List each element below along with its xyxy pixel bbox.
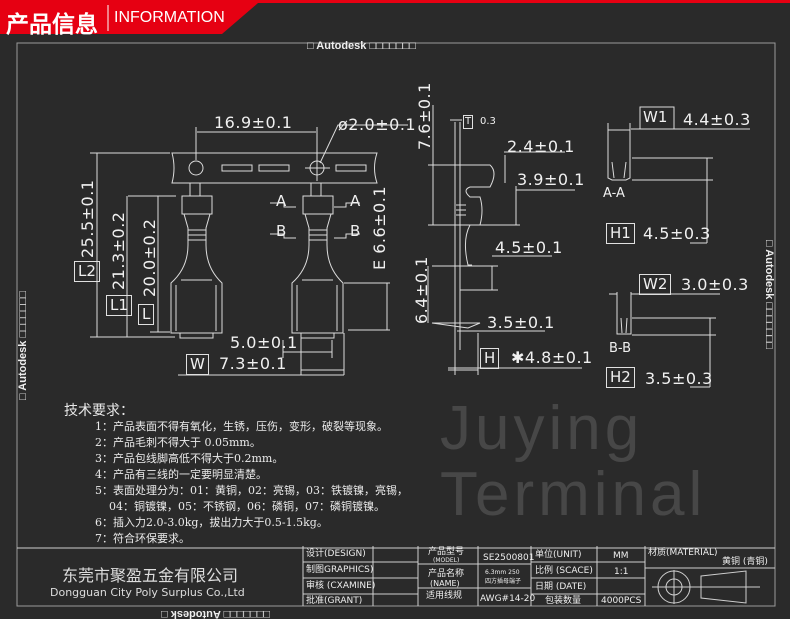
- label-H: H: [480, 348, 500, 369]
- dim-W2: 3.0±0.3: [681, 275, 749, 294]
- label-W: W: [186, 354, 209, 375]
- dim-L: 20.0±0.2: [140, 218, 159, 297]
- name-value-line1: 6.3mm 250: [485, 569, 520, 576]
- date-label: 日期 (DATE): [535, 582, 587, 592]
- unit-label: 单位(UNIT): [535, 550, 582, 560]
- section-mark-b-left: B: [276, 222, 287, 240]
- dim-hole-diameter: ø2.0±0.1: [338, 115, 417, 134]
- company-name-cn: 东莞市聚盈五金有限公司: [62, 566, 239, 585]
- qty-value: 4000PCS: [601, 596, 642, 606]
- section-mark-b-right: B: [350, 222, 361, 240]
- label-W2: W2: [639, 274, 672, 295]
- dim-E: E 6.6±0.1: [370, 186, 389, 270]
- label-L1: L1: [106, 295, 132, 316]
- section-mark-a-left: A: [276, 192, 287, 210]
- label-H1: H1: [606, 223, 635, 244]
- wire-label: 适用线规: [426, 591, 463, 601]
- autodesk-watermark-left: □ Autodesk □□□□□□□: [17, 291, 29, 400]
- dim-L1: 21.3±0.2: [109, 211, 128, 290]
- requirement-item: 6：插入力2.0-3.0kg，拔出力大于0.5-1.5kg。: [95, 516, 328, 529]
- name-label-en: (NAME): [430, 579, 460, 588]
- requirement-item: 04：铜镀镍，05：不锈钢，06：磷铜，07：磷铜镀镍。: [95, 500, 385, 513]
- name-value-line2: 四方插母端子: [485, 578, 522, 585]
- material-value: 黄铜 (青铜): [722, 557, 768, 567]
- dim-pitch: 16.9±0.1: [214, 113, 293, 132]
- header-title-cn: 产品信息: [6, 12, 98, 38]
- wire-value: AWG#14-20: [480, 594, 536, 604]
- requirement-item: 3：产品包线脚高低不得大于0.2mm。: [95, 452, 284, 465]
- model-label: 产品型号: [428, 547, 465, 557]
- requirement-item: 4：产品有三线的一定要明显清楚。: [95, 468, 267, 481]
- role-grant: 批准(GRANT): [306, 596, 363, 606]
- label-W1: W1: [643, 108, 668, 126]
- requirement-item: 5：表面处理分为：01：黄铜，02：亮锡，03：铁镀镍，亮锡，: [95, 484, 408, 497]
- dim-4-5: 4.5±0.1: [495, 238, 563, 257]
- scale-label: 比例 (SCACE): [535, 566, 593, 576]
- model-value: SE2500801: [483, 553, 535, 563]
- requirement-item: 2：产品毛刺不得大于 0.05mm。: [95, 436, 261, 449]
- dim-3-5: 3.5±0.1: [487, 313, 555, 332]
- scale-value: 1:1: [614, 567, 629, 577]
- section-aa-title: A-A: [603, 186, 625, 201]
- label-L2: L2: [74, 261, 100, 282]
- terminal-front-1: [170, 183, 223, 339]
- dim-H: ✱4.8±0.1: [511, 348, 593, 367]
- requirement-item: 7：符合环保要求。: [95, 532, 190, 545]
- role-examine: 审核 (CXAMINE): [306, 581, 376, 591]
- terminal-front-2: [291, 183, 344, 339]
- header-title-en: INFORMATION: [114, 9, 225, 26]
- autodesk-watermark-bottom: □□□□□□□ Autodesk □: [161, 608, 270, 619]
- dim-2-4: 2.4±0.1: [507, 137, 575, 156]
- requirements-title: 技术要求：: [64, 403, 134, 419]
- dim-L2: 25.5±0.1: [78, 179, 97, 258]
- dim-T: 0.3: [480, 116, 496, 127]
- dim-W1: 4.4±0.3: [683, 110, 751, 129]
- requirement-item: 1：产品表面不得有氧化，生锈，压伤，变形，破裂等现象。: [95, 420, 388, 433]
- autodesk-watermark-top: □ Autodesk □□□□□□□: [307, 40, 416, 52]
- material-label: 材质(MATERIAL): [648, 548, 718, 558]
- brand-watermark: Juying Terminal: [440, 394, 707, 529]
- autodesk-watermark-right: □ Autodesk □□□□□□□: [763, 240, 775, 349]
- dim-3-9: 3.9±0.1: [517, 170, 585, 189]
- terminal-side-view: [428, 119, 520, 375]
- name-label: 产品名称: [428, 569, 465, 579]
- role-design: 设计(DESIGN): [306, 549, 366, 559]
- label-E: E: [370, 259, 389, 270]
- role-graphics: 制图GRAPHICS): [306, 565, 374, 575]
- model-label-en: (MODEL): [433, 557, 460, 564]
- dim-W: 7.3±0.1: [219, 354, 287, 373]
- dim-inner-width: 5.0±0.1: [230, 333, 298, 352]
- unit-value: MM: [613, 551, 629, 561]
- label-H2: H2: [606, 367, 635, 388]
- label-T: T: [463, 115, 474, 129]
- dim-H1: 4.5±0.3: [643, 224, 711, 243]
- title-block-grid: [17, 546, 775, 606]
- section-bb-title: B-B: [609, 341, 632, 356]
- section-mark-a-right: A: [350, 192, 361, 210]
- header-banner: [0, 0, 790, 36]
- dim-H2: 3.5±0.3: [645, 369, 713, 388]
- label-L: L: [138, 304, 155, 325]
- dim-crimp-length: 7.6±0.1: [415, 82, 434, 150]
- company-name-en: Dongguan City Poly Surplus Co.,Ltd: [50, 586, 245, 599]
- qty-label: 包装数量: [545, 596, 582, 606]
- dim-6-4: 6.4±0.1: [412, 256, 431, 324]
